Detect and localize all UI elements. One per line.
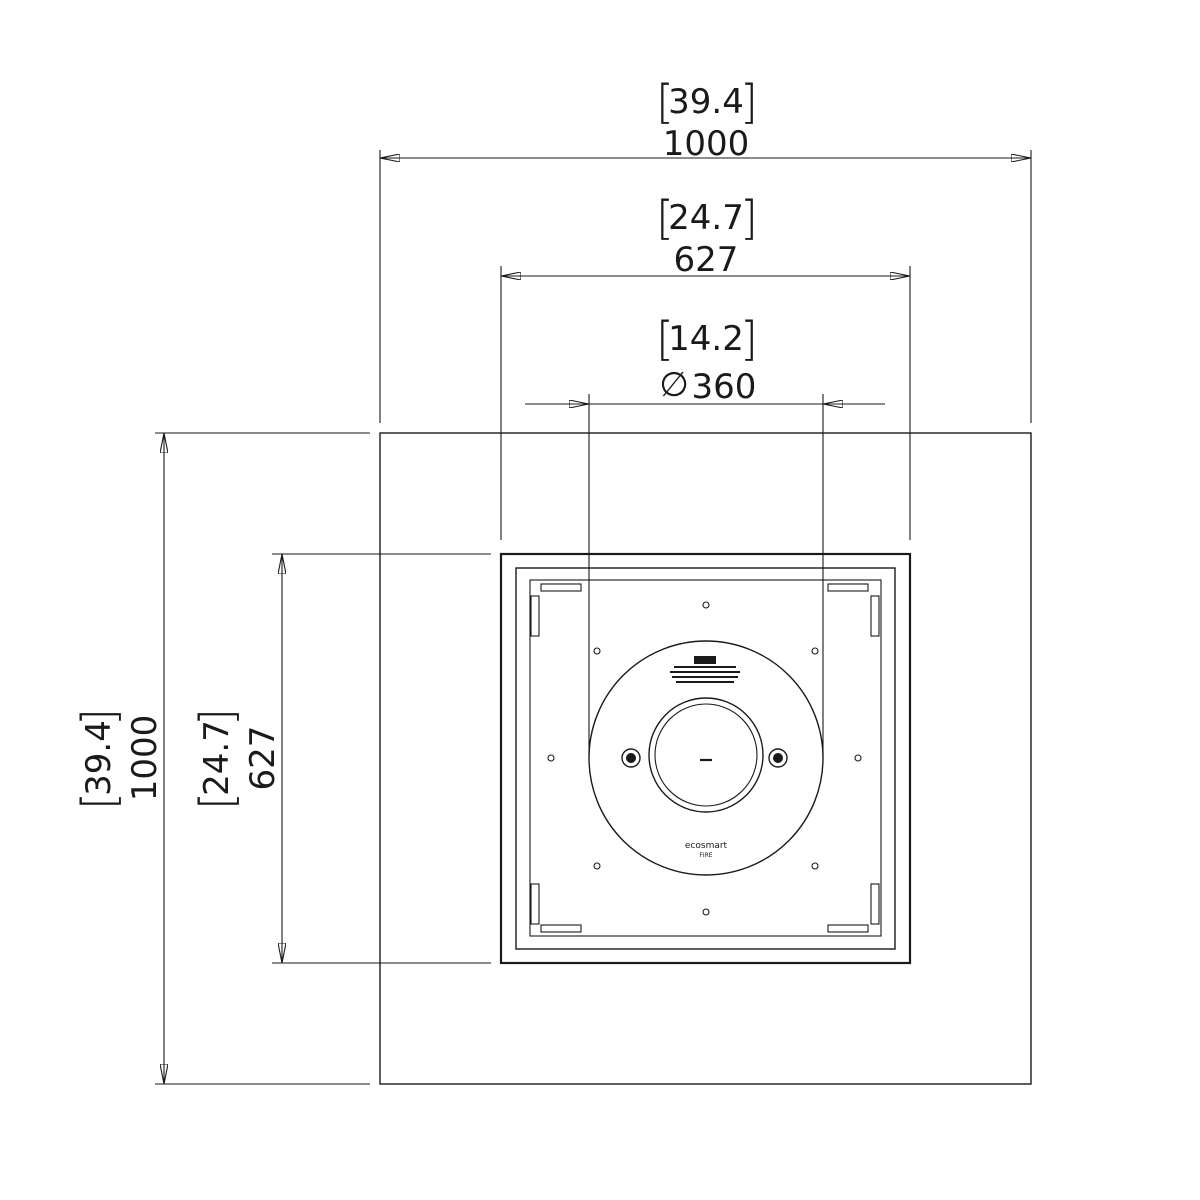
burner-opening-inner (654, 703, 758, 807)
corner-brackets (530, 583, 880, 933)
burner-box-inner (515, 567, 896, 950)
dim-outer-depth-inch: 39.4 (79, 720, 119, 796)
diameter-symbol: ∅ (659, 365, 689, 405)
bracket-open-outer-width: [ (656, 75, 674, 129)
bracket-close-box-width: ] (740, 191, 758, 245)
dim-box-width-inch: 24.7 (668, 198, 744, 238)
bracket-open-box-depth: [ (190, 792, 244, 810)
dim-diameter-mm: 360 (692, 367, 757, 407)
dim-outer-depth-mm: 1000 (125, 715, 165, 802)
burner-tray-outline (529, 579, 882, 937)
dim-box-depth-inch: 24.7 (197, 720, 237, 796)
dim-outer-width-inch: 39.4 (668, 82, 744, 122)
bracket-open-box-width: [ (656, 191, 674, 245)
bracket-close-diameter: ] (740, 312, 758, 366)
bracket-close-outer-width: ] (740, 75, 758, 129)
bracket-open-diameter: [ (656, 312, 674, 366)
dim-box-width-mm: 627 (674, 240, 739, 280)
bracket-open-outer-depth: [ (72, 792, 126, 810)
burner-box-outline (499, 552, 912, 965)
bracket-close-outer-depth: ] (72, 708, 126, 726)
dim-outer-width-mm: 1000 (663, 124, 750, 164)
outer-table-outline (379, 432, 1032, 1085)
control-knob-left (621, 748, 641, 768)
control-knob-right (768, 748, 788, 768)
dim-box-depth-mm: 627 (243, 726, 283, 791)
bracket-close-box-depth: ] (190, 708, 244, 726)
brand-label: ecosmart (685, 841, 728, 851)
warning-label (670, 656, 740, 683)
brand-sub-label: FIRE (699, 852, 712, 859)
fixing-holes (547, 601, 862, 916)
burner-opening-outer (648, 697, 764, 813)
dim-diameter-inch: 14.2 (668, 319, 744, 359)
